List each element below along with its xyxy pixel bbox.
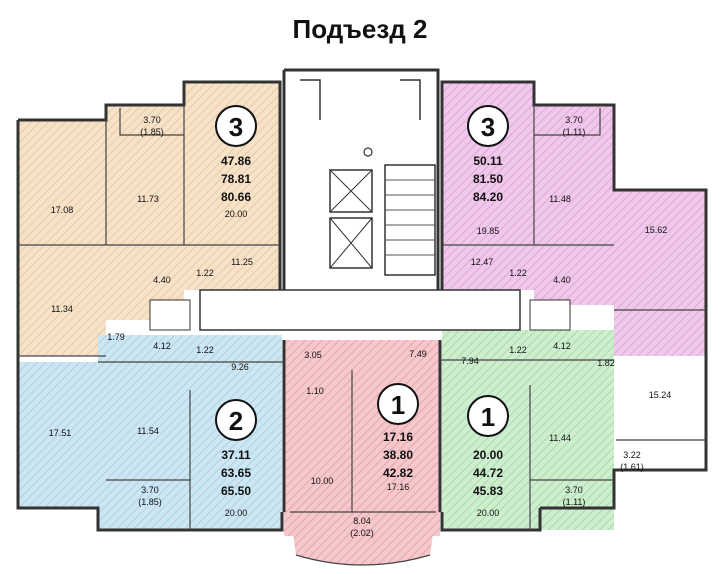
svg-text:3: 3 (229, 112, 243, 142)
page-title: Подъезд 2 (292, 14, 428, 44)
svg-text:45.83: 45.83 (473, 484, 503, 498)
svg-text:3.22: 3.22 (623, 450, 641, 460)
svg-text:1: 1 (481, 402, 495, 432)
svg-text:78.81: 78.81 (221, 172, 251, 186)
summary-3-right: 50.11 81.50 84.20 (473, 154, 503, 204)
svg-text:11.73: 11.73 (137, 194, 159, 204)
svg-text:17.16: 17.16 (387, 482, 410, 492)
svg-text:12.47: 12.47 (471, 257, 494, 267)
svg-text:38.80: 38.80 (383, 448, 413, 462)
badge-1-center: 1 (377, 383, 419, 425)
svg-text:80.66: 80.66 (221, 190, 251, 204)
svg-text:1.22: 1.22 (509, 345, 527, 355)
svg-text:3: 3 (481, 112, 495, 142)
svg-text:11.54: 11.54 (137, 426, 159, 436)
svg-text:15.24: 15.24 (649, 390, 672, 400)
svg-text:42.82: 42.82 (383, 466, 413, 480)
svg-text:4.12: 4.12 (553, 341, 571, 351)
svg-text:1: 1 (391, 390, 405, 420)
svg-text:17.16: 17.16 (383, 430, 413, 444)
stair-core (300, 79, 436, 276)
svg-text:20.00: 20.00 (473, 448, 503, 462)
svg-text:19.85: 19.85 (477, 226, 500, 236)
svg-text:1.82: 1.82 (597, 358, 615, 368)
svg-text:4.40: 4.40 (553, 275, 571, 285)
svg-text:(2.02): (2.02) (350, 528, 374, 538)
svg-text:7.94: 7.94 (461, 356, 479, 366)
svg-text:(1.11): (1.11) (563, 497, 586, 507)
svg-text:81.50: 81.50 (473, 172, 503, 186)
summary-3-left: 47.86 78.81 80.66 (221, 154, 251, 204)
walls (16, 68, 708, 566)
svg-text:15.62: 15.62 (645, 225, 668, 235)
apartment-1-center (284, 340, 440, 565)
svg-text:3.70: 3.70 (565, 115, 583, 125)
svg-text:20.00: 20.00 (477, 508, 500, 518)
svg-text:9.26: 9.26 (231, 362, 249, 372)
svg-text:3.70: 3.70 (141, 485, 159, 495)
badge-3-right: 3 (467, 105, 509, 147)
svg-text:10.00: 10.00 (311, 476, 334, 486)
apartment-1-right (442, 330, 614, 530)
svg-text:11.44: 11.44 (549, 433, 571, 443)
svg-text:17.51: 17.51 (49, 428, 72, 438)
svg-text:44.72: 44.72 (473, 466, 503, 480)
svg-text:47.86: 47.86 (221, 154, 251, 168)
badge-3-left: 3 (215, 105, 257, 147)
svg-text:(1.85): (1.85) (140, 127, 164, 137)
svg-text:2: 2 (229, 406, 243, 436)
corridor (149, 289, 571, 331)
svg-text:17.08: 17.08 (51, 205, 74, 215)
badge-1-right: 1 (467, 395, 509, 437)
badge-2: 2 (215, 399, 257, 441)
svg-text:1.10: 1.10 (306, 386, 324, 396)
svg-text:11.34: 11.34 (51, 304, 73, 314)
svg-text:7.49: 7.49 (409, 349, 427, 359)
svg-text:37.11: 37.11 (221, 448, 251, 462)
svg-text:4.12: 4.12 (153, 341, 171, 351)
svg-text:3.70: 3.70 (143, 115, 161, 125)
svg-text:1.22: 1.22 (196, 345, 214, 355)
svg-text:(1.11): (1.11) (563, 127, 586, 137)
svg-text:63.65: 63.65 (221, 466, 251, 480)
summary-1-right: 20.00 44.72 45.83 (473, 448, 503, 498)
svg-text:1.22: 1.22 (509, 268, 527, 278)
svg-text:(1.61): (1.61) (620, 462, 644, 472)
svg-text:1.79: 1.79 (107, 332, 125, 342)
svg-text:65.50: 65.50 (221, 484, 251, 498)
summary-2: 37.11 63.65 65.50 (221, 448, 251, 498)
svg-text:1.22: 1.22 (196, 268, 214, 278)
summary-1-center: 17.16 38.80 42.82 (383, 430, 413, 480)
apartment-3-right (442, 82, 706, 356)
svg-text:20.00: 20.00 (225, 209, 248, 219)
svg-text:3.70: 3.70 (565, 485, 583, 495)
svg-text:50.11: 50.11 (473, 154, 503, 168)
svg-text:11.48: 11.48 (549, 194, 571, 204)
svg-text:8.04: 8.04 (353, 516, 371, 526)
svg-text:4.40: 4.40 (153, 275, 171, 285)
svg-text:11.25: 11.25 (231, 257, 253, 267)
svg-text:84.20: 84.20 (473, 190, 503, 204)
room-labels: 3.70 (1.85) 17.08 11.73 20.00 11.25 11.3… (49, 115, 672, 538)
svg-text:20.00: 20.00 (225, 508, 248, 518)
svg-text:(1.85): (1.85) (138, 497, 162, 507)
svg-text:3.05: 3.05 (304, 350, 322, 360)
